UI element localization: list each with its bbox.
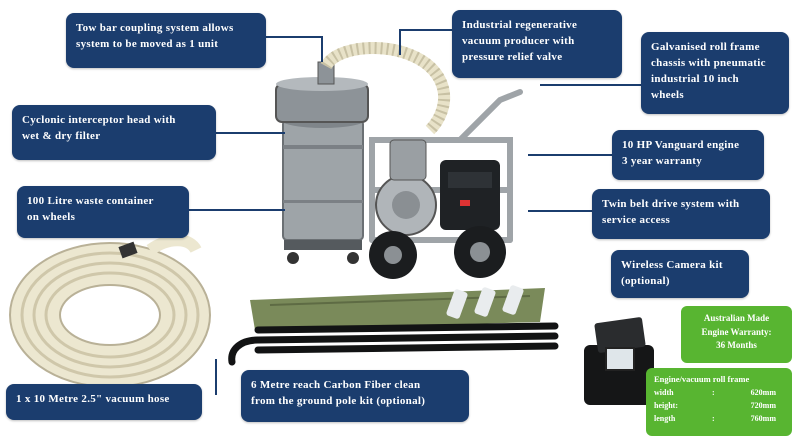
warranty-badge: Australian Made Engine Warranty: 36 Mont… xyxy=(681,306,792,363)
dimensions-row-width: width : 620mm xyxy=(654,387,784,400)
leader-lines xyxy=(189,29,641,395)
callout-camera-kit-line-1: Wireless Camera kit xyxy=(621,259,723,271)
dimension-separator xyxy=(712,400,736,413)
dimensions-row-height: height: 720mm xyxy=(654,400,784,413)
dimensions-title: Engine/vacuum roll frame xyxy=(654,374,750,384)
callout-chassis-line-3: industrial 10 inch xyxy=(651,72,739,85)
cyclonic-head xyxy=(275,61,369,123)
dimension-value: 760mm xyxy=(750,413,776,423)
dimension-separator: : xyxy=(712,388,715,397)
callout-cyclonic-head-line-2: wet & dry filter xyxy=(22,129,101,142)
engine xyxy=(440,160,500,230)
camera-case xyxy=(584,317,654,405)
callout-pole-kit-line-1: 6 Metre reach Carbon Fiber clean xyxy=(251,379,421,391)
callout-belt-drive-line-1: Twin belt drive system with xyxy=(602,198,740,210)
dimension-label: height: xyxy=(654,400,678,410)
dimension-separator: : xyxy=(712,413,715,423)
dimensions-badge: Engine/vacuum roll frame width : 620mm h… xyxy=(646,368,792,436)
callout-pole-kit: 6 Metre reach Carbon Fiber clean from th… xyxy=(241,370,469,422)
callout-chassis: Galvanised roll frame chassis with pneum… xyxy=(641,32,789,114)
callout-tow-bar-line-2: system to be moved as 1 unit xyxy=(76,37,219,50)
warranty-line-1: Australian Made xyxy=(703,313,770,323)
callout-vacuum-producer-line-3: pressure relief valve xyxy=(462,50,563,63)
callout-tow-bar: Tow bar coupling system allows system to… xyxy=(66,13,266,68)
warranty-line-3: 36 Months xyxy=(716,340,757,350)
callout-tow-bar-line-1: Tow bar coupling system allows xyxy=(76,22,234,34)
waste-container xyxy=(281,112,365,264)
dimension-value: 620mm xyxy=(750,388,776,397)
callout-camera-kit: Wireless Camera kit (optional) xyxy=(611,250,749,298)
callout-vacuum-producer-line-2: vacuum producer with xyxy=(462,34,575,47)
callout-waste-container: 100 Litre waste container on wheels xyxy=(17,186,189,238)
callout-waste-container-line-2: on wheels xyxy=(27,210,76,223)
callout-vacuum-hose-line-1: 1 x 10 Metre 2.5" vacuum hose xyxy=(16,393,170,405)
coiled-hose xyxy=(9,234,211,388)
dimension-label: width xyxy=(654,388,674,397)
dimension-label: length xyxy=(654,413,676,423)
callout-vacuum-producer: Industrial regenerative vacuum producer … xyxy=(452,10,622,78)
callout-vacuum-hose: 1 x 10 Metre 2.5" vacuum hose xyxy=(6,384,202,420)
callout-engine-line-1: 10 HP Vanguard engine xyxy=(622,139,740,151)
callout-camera-kit-line-2: (optional) xyxy=(621,274,670,287)
callout-cyclonic-head: Cyclonic interceptor head with wet & dry… xyxy=(12,105,216,160)
callout-belt-drive: Twin belt drive system with service acce… xyxy=(592,189,770,239)
warranty-line-2: Engine Warranty: xyxy=(701,326,772,337)
dimensions-row-length: length : 760mm xyxy=(654,413,784,426)
callout-waste-container-line-1: 100 Litre waste container xyxy=(27,195,154,207)
vacuum-producer xyxy=(375,139,437,236)
callout-vacuum-producer-line-1: Industrial regenerative xyxy=(462,19,578,31)
callout-cyclonic-head-line-1: Cyclonic interceptor head with xyxy=(22,114,176,126)
callout-belt-drive-line-2: service access xyxy=(602,213,671,226)
dimension-value: 720mm xyxy=(750,400,776,410)
callout-chassis-line-4: wheels xyxy=(651,88,684,101)
callout-chassis-line-2: chassis with pneumatic xyxy=(651,56,766,69)
wheels xyxy=(369,226,506,279)
callout-engine: 10 HP Vanguard engine 3 year warranty xyxy=(612,130,764,180)
callout-chassis-line-1: Galvanised roll frame xyxy=(651,41,760,53)
carbon-poles xyxy=(228,322,559,366)
callout-engine-line-2: 3 year warranty xyxy=(622,154,703,167)
callout-pole-kit-line-2: from the ground pole kit (optional) xyxy=(251,394,426,407)
pole-kit-bag xyxy=(250,285,545,330)
